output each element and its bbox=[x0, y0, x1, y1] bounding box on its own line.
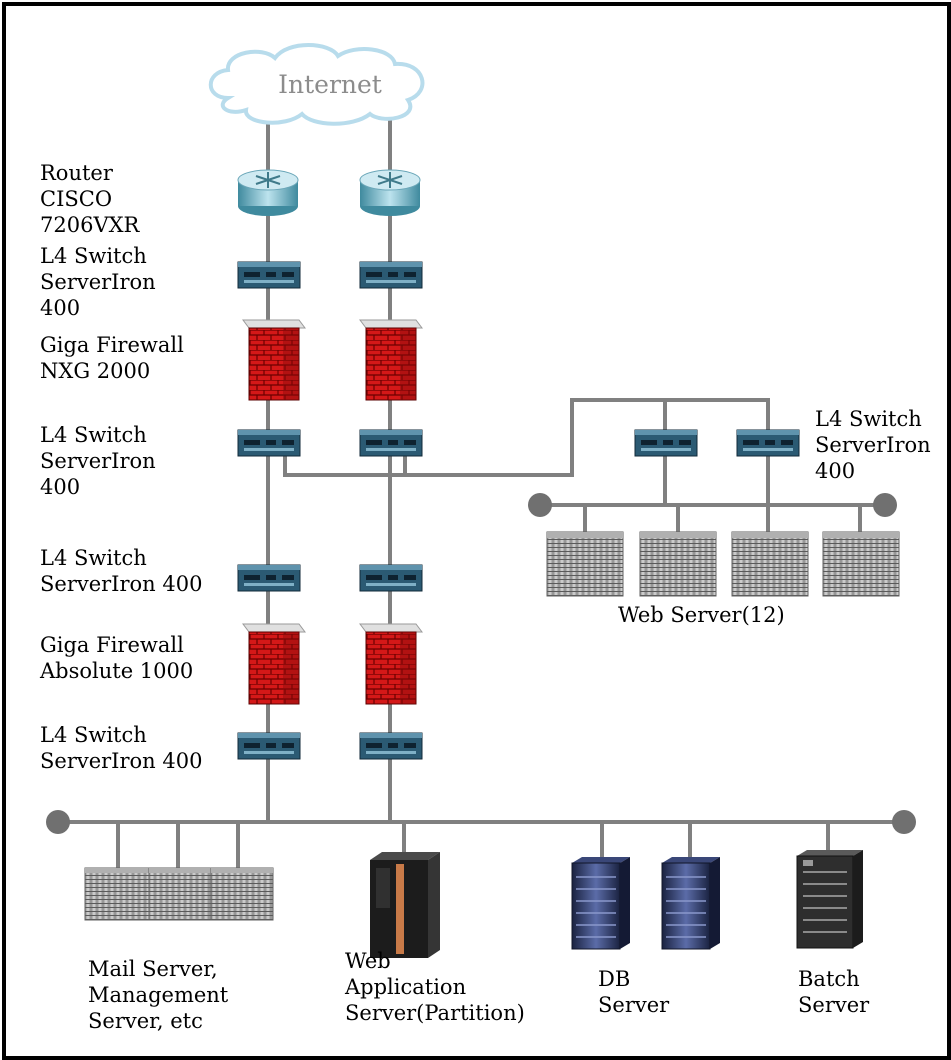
firewall-icon bbox=[359, 623, 423, 705]
rack-server-icon bbox=[731, 531, 809, 597]
db-server-label: DB Server bbox=[598, 967, 670, 1017]
l4-switch-mid-label: L4 Switch ServerIron 400 bbox=[40, 423, 156, 499]
switch-icon bbox=[237, 564, 301, 592]
web-uplink-line bbox=[283, 398, 770, 477]
rack-server-icon bbox=[84, 867, 150, 921]
router-icon bbox=[237, 169, 299, 216]
cloud-icon bbox=[208, 43, 425, 126]
connection-lines bbox=[58, 118, 904, 870]
switch-icon bbox=[237, 261, 301, 289]
rack-server-icon bbox=[210, 867, 274, 921]
internet-label: Internet bbox=[278, 70, 382, 99]
web-bus-cap-right bbox=[873, 493, 897, 517]
mail-server-label: Mail Server, Management Server, etc bbox=[88, 957, 229, 1033]
bus-cap-left bbox=[46, 810, 70, 834]
tower-server-icon bbox=[370, 852, 440, 958]
rack-server-icon bbox=[822, 531, 900, 597]
firewall-icon bbox=[242, 319, 306, 401]
switch-icon bbox=[359, 564, 423, 592]
web-server-label: Web Server(12) bbox=[618, 603, 785, 627]
firewall-low-label: Giga Firewall Absolute 1000 bbox=[40, 633, 194, 683]
router-icon bbox=[359, 169, 421, 216]
rack-server-icon bbox=[639, 531, 717, 597]
switch-icon bbox=[634, 429, 698, 457]
rack-server-icon bbox=[148, 867, 212, 921]
firewall-icon bbox=[242, 623, 306, 705]
switch-icon bbox=[237, 429, 301, 457]
switch-icon bbox=[736, 429, 800, 457]
batch-server-label: Batch Server bbox=[798, 967, 870, 1017]
l4-switch-bottom-label: L4 Switch ServerIron 400 bbox=[40, 723, 203, 773]
rack-server-icon bbox=[546, 531, 624, 597]
tower-server-icon bbox=[571, 857, 630, 950]
switch-icon bbox=[359, 429, 423, 457]
switch-icon bbox=[359, 732, 423, 760]
l4-switch-low-label: L4 Switch ServerIron 400 bbox=[40, 546, 203, 596]
firewall-top-label: Giga Firewall NXG 2000 bbox=[40, 333, 184, 383]
switch-icon bbox=[359, 261, 423, 289]
l4-switch-web-label: L4 Switch ServerIron 400 bbox=[815, 407, 931, 483]
web-app-server-label: Web Application Server(Partition) bbox=[345, 949, 525, 1025]
tower-server-icon bbox=[661, 857, 720, 950]
web-bus-cap-left bbox=[528, 493, 552, 517]
tower-server-icon bbox=[796, 850, 863, 949]
l4-switch-top-label: L4 Switch ServerIron 400 bbox=[40, 244, 156, 320]
router-label: Router CISCO 7206VXR bbox=[40, 161, 140, 237]
bus-end-caps bbox=[46, 493, 916, 834]
bus-cap-right bbox=[892, 810, 916, 834]
switch-icon bbox=[237, 732, 301, 760]
firewall-icon bbox=[359, 319, 423, 401]
